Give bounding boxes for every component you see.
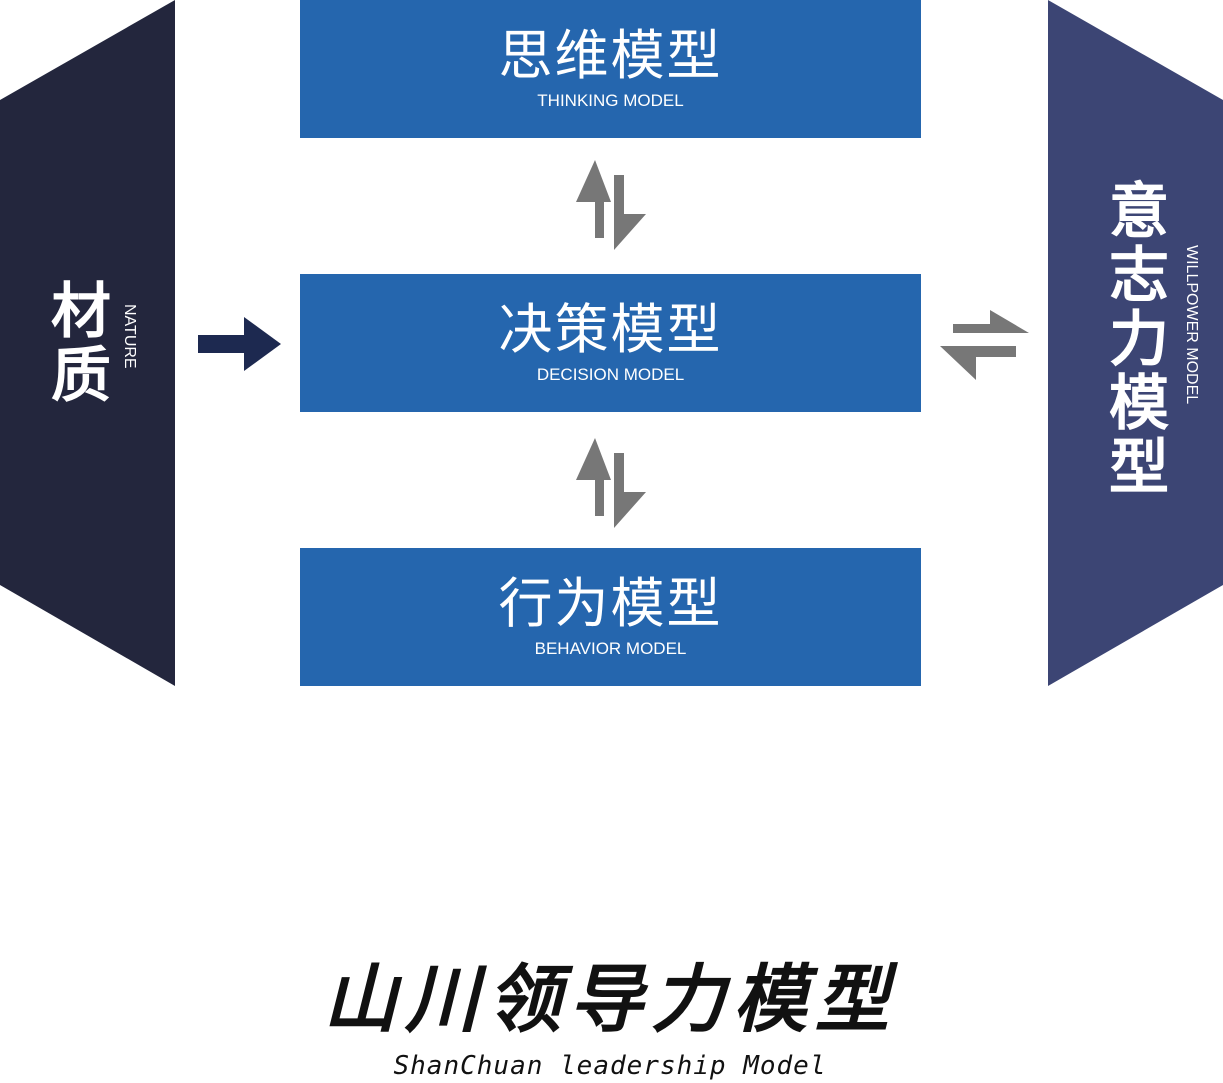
left-panel-title: 材质: [48, 280, 114, 408]
up-down-arrows-icon: [576, 160, 646, 250]
right-arrow-icon: [198, 317, 281, 371]
left-panel-title-text: 材质: [51, 277, 111, 411]
behavior-model-box: 行为模型 BEHAVIOR MODEL: [300, 548, 921, 686]
right-panel-subtitle: WILLPOWER MODEL: [1183, 245, 1200, 405]
behavior-model-subtitle: BEHAVIOR MODEL: [534, 639, 687, 658]
left-right-arrows-icon: [940, 310, 1029, 380]
right-panel-title: 意志力模型: [1106, 180, 1172, 500]
thinking-model-title: 思维模型: [498, 24, 723, 87]
behavior-model-title: 行为模型: [498, 572, 723, 635]
decision-model-subtitle: DECISION MODEL: [536, 365, 685, 384]
decision-model-box: 决策模型 DECISION MODEL: [300, 274, 921, 412]
decision-model-title: 决策模型: [498, 298, 723, 361]
right-panel-title-text: 意志力模型: [1109, 177, 1169, 503]
thinking-model-box: 思维模型 THINKING MODEL: [300, 0, 921, 138]
left-panel-shape: [0, 0, 175, 686]
up-down-arrows-icon-2: [576, 438, 646, 528]
right-panel-shape: [1048, 0, 1223, 686]
thinking-model-subtitle: THINKING MODEL: [537, 91, 684, 110]
left-panel-subtitle: NATURE: [121, 304, 138, 369]
page-subtitle: ShanChuan leadership Model: [393, 1051, 827, 1081]
page-title: 山川领导力模型: [323, 957, 897, 1043]
